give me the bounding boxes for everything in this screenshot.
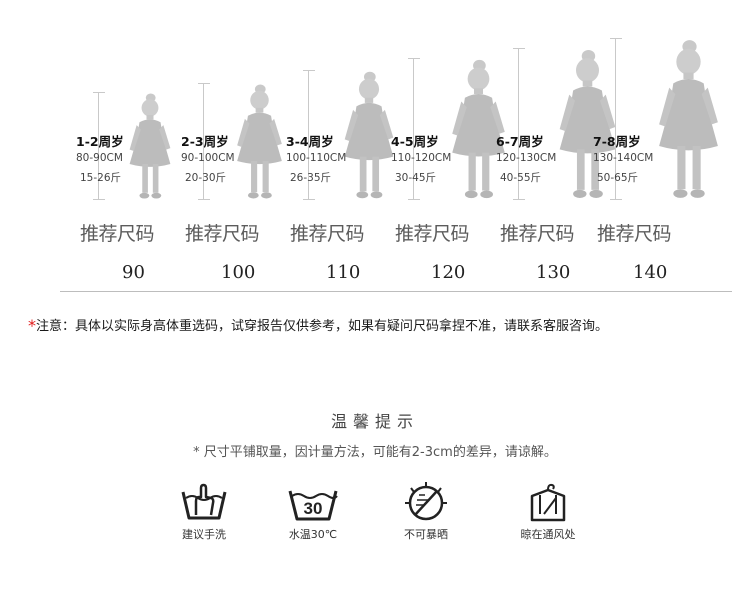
height-ruler bbox=[93, 92, 113, 200]
sizing-notice: *注意：具体以实际身高体重选码，试穿报告仅供参考，如果有疑问尺码拿捏不准，请联系… bbox=[28, 315, 608, 335]
notice-text: 注意：具体以实际身高体重选码，试穿报告仅供参考，如果有疑问尺码拿捏不准，请联系客… bbox=[36, 319, 609, 334]
wash-temp-number: 30 bbox=[304, 499, 323, 518]
size-value: 110 bbox=[326, 262, 361, 283]
care-item-hand-wash: 建议手洗 bbox=[159, 482, 249, 542]
age-label: 3-4周岁 bbox=[286, 134, 334, 149]
size-column: 1-2周岁 80-90CM 15-26斤推荐尺码 90 bbox=[76, 0, 186, 300]
recommended-size-label: 推荐尺码 bbox=[185, 223, 260, 245]
care-label: 晾在通风处 bbox=[520, 528, 576, 541]
size-value: 100 bbox=[221, 262, 256, 283]
height-range: 120-130CM bbox=[496, 152, 557, 164]
child-silhouette-icon bbox=[559, 50, 616, 198]
child-silhouette-icon bbox=[129, 93, 171, 199]
size-value: 140 bbox=[633, 262, 668, 283]
wash-30-icon: 30 bbox=[288, 490, 338, 521]
notice-asterisk: * bbox=[28, 316, 36, 335]
size-chart: 1-2周岁 80-90CM 15-26斤推荐尺码 90 2-3周岁 90-100CM 20-… bbox=[0, 0, 750, 300]
height-ruler bbox=[303, 70, 323, 200]
size-column: 6-7周岁 120-130CM 40-55斤推荐尺码 130 bbox=[496, 0, 616, 300]
weight-range: 26-35斤 bbox=[290, 172, 332, 184]
care-label: 建议手洗 bbox=[182, 528, 226, 541]
weight-range: 30-45斤 bbox=[395, 172, 437, 184]
height-range: 110-120CM bbox=[391, 152, 452, 164]
age-label: 7-8周岁 bbox=[593, 134, 641, 149]
weight-range: 50-65斤 bbox=[597, 172, 639, 184]
weight-range: 15-26斤 bbox=[80, 172, 122, 184]
height-range: 100-110CM bbox=[286, 152, 347, 164]
recommended-size-label: 推荐尺码 bbox=[80, 223, 155, 245]
weight-range: 20-30斤 bbox=[185, 172, 227, 184]
care-item-no-sun: 不可暴晒 bbox=[381, 482, 471, 542]
no-sun-icon bbox=[405, 482, 447, 521]
height-ruler bbox=[198, 83, 218, 200]
height-range: 80-90CM bbox=[76, 152, 123, 164]
child-silhouette-icon bbox=[659, 40, 718, 198]
care-label: 水温30℃ bbox=[288, 528, 338, 541]
recommended-size-label: 推荐尺码 bbox=[500, 223, 575, 245]
height-ruler bbox=[610, 38, 630, 200]
care-label: 不可暴晒 bbox=[404, 528, 448, 541]
size-column: 4-5周岁 110-120CM 30-45斤推荐尺码 120 bbox=[391, 0, 505, 300]
child-silhouette-icon bbox=[237, 84, 282, 199]
tips-title: 温馨提示 bbox=[330, 412, 419, 431]
child-silhouette-icon bbox=[344, 71, 394, 199]
tips-text: * 尺寸平铺取量，因计量方法，可能有2-3cm的差异，请谅解。 bbox=[193, 445, 557, 460]
height-ruler bbox=[408, 58, 428, 200]
size-chart-baseline bbox=[60, 291, 732, 292]
size-value: 120 bbox=[431, 262, 466, 283]
size-column: 3-4周岁 100-110CM 26-35斤推荐尺码 110 bbox=[286, 0, 396, 300]
size-value: 130 bbox=[536, 262, 571, 283]
size-column: 7-8周岁 130-140CM 50-65斤推荐尺码 140 bbox=[593, 0, 718, 300]
recommended-size-label: 推荐尺码 bbox=[290, 223, 365, 245]
size-column: 2-3周岁 90-100CM 20-30斤推荐尺码 100 bbox=[181, 0, 291, 300]
age-label: 1-2周岁 bbox=[76, 134, 124, 149]
care-item-water-temp: 30 水温30℃ bbox=[268, 482, 358, 542]
hand-wash-icon bbox=[181, 483, 227, 520]
age-label: 6-7周岁 bbox=[496, 134, 544, 149]
height-ruler bbox=[513, 48, 533, 200]
age-label: 2-3周岁 bbox=[181, 134, 229, 149]
hang-dry-icon bbox=[530, 483, 566, 522]
child-silhouette-icon bbox=[452, 59, 505, 199]
height-range: 90-100CM bbox=[181, 152, 235, 164]
care-item-hang-dry: 晾在通风处 bbox=[503, 482, 593, 542]
size-value: 90 bbox=[122, 262, 145, 283]
height-range: 130-140CM bbox=[593, 152, 654, 164]
age-label: 4-5周岁 bbox=[391, 134, 439, 149]
recommended-size-label: 推荐尺码 bbox=[597, 223, 672, 245]
recommended-size-label: 推荐尺码 bbox=[395, 223, 470, 245]
weight-range: 40-55斤 bbox=[500, 172, 542, 184]
